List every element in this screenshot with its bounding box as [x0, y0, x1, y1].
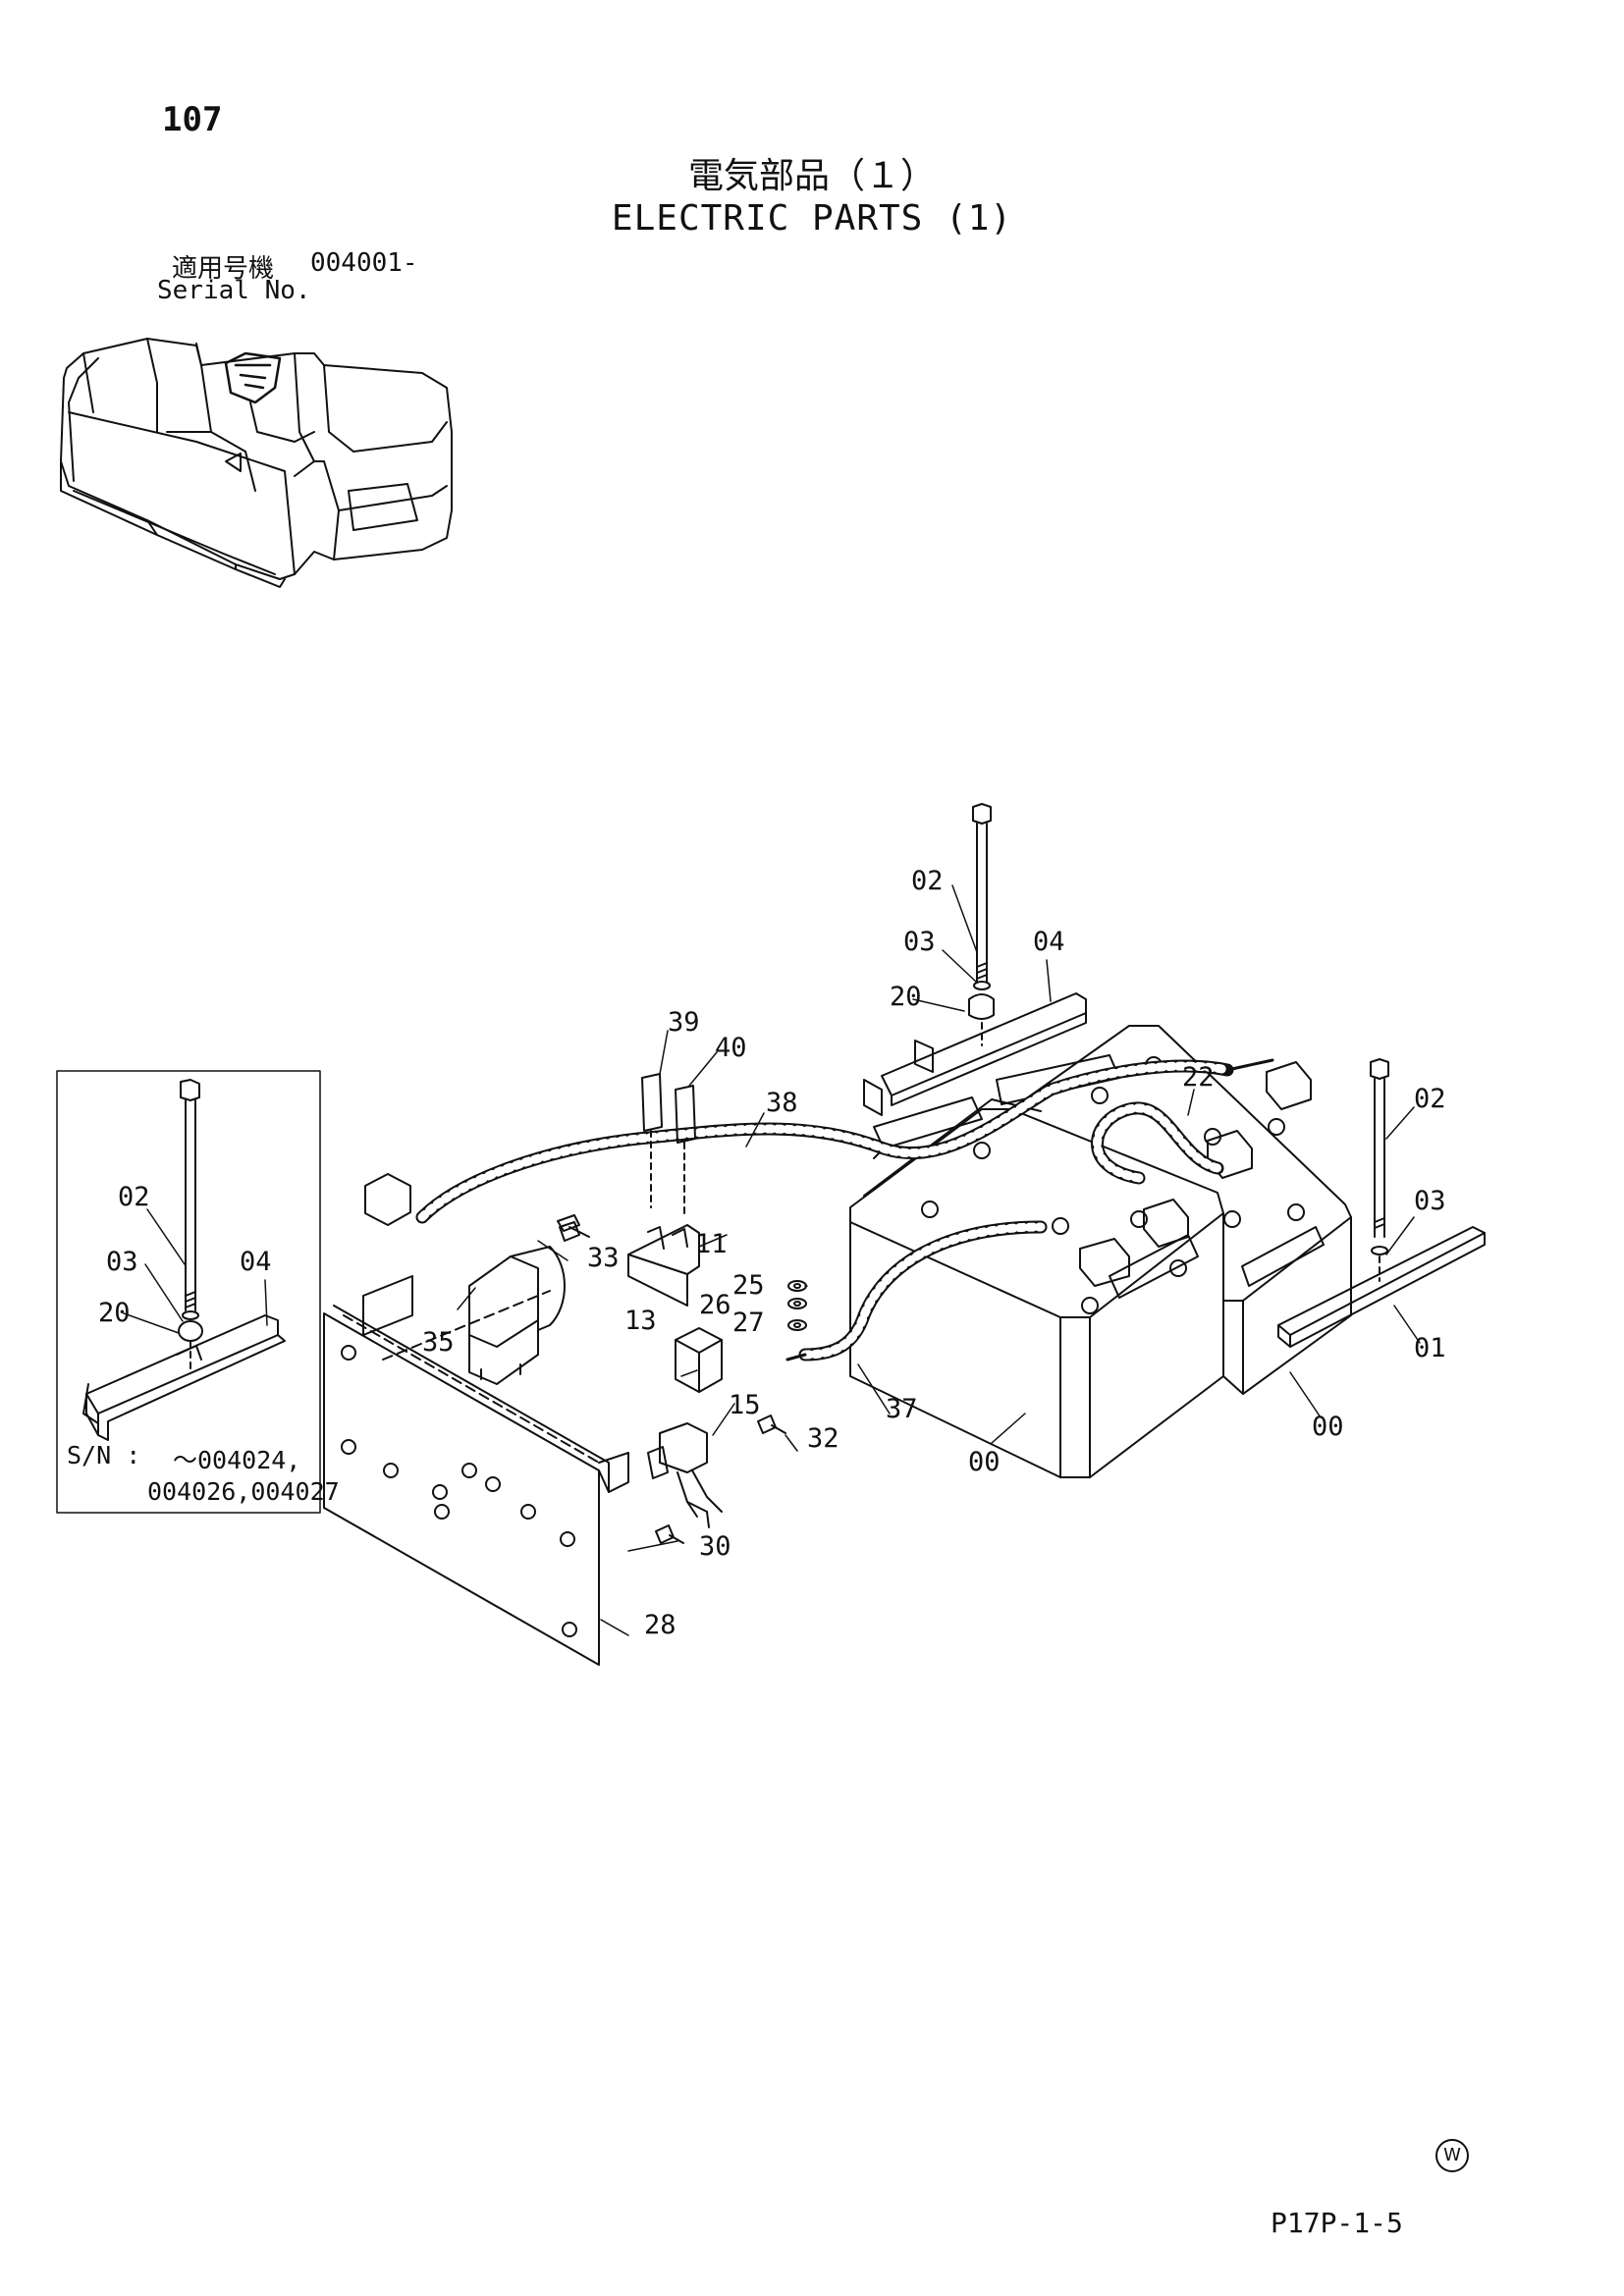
callout-38: 38: [766, 1088, 798, 1118]
callout-30: 30: [699, 1531, 731, 1562]
callout-11: 11: [695, 1229, 728, 1259]
callout-13: 13: [624, 1306, 657, 1336]
inset-callout-04: 04: [240, 1247, 272, 1277]
callout-35: 35: [422, 1327, 455, 1358]
title-english: ELECTRIC PARTS (1): [611, 198, 1013, 239]
callout-22: 22: [1182, 1062, 1215, 1093]
callout-02: 02: [911, 866, 944, 896]
callout-02-side: 02: [1414, 1084, 1446, 1114]
callout-37: 37: [886, 1394, 918, 1424]
inset-callout-20: 20: [98, 1298, 131, 1328]
inset-callout-02: 02: [118, 1182, 150, 1212]
washers: [787, 1280, 807, 1331]
bolts: [557, 1214, 786, 1544]
callout-04: 04: [1033, 927, 1065, 957]
title-japanese: 電気部品（１）: [687, 156, 936, 196]
cable-harness-38: [415, 1058, 1274, 1224]
page-number: 107: [162, 100, 223, 139]
bracket-11: [627, 1224, 700, 1307]
upper-hold-down-bolt: [968, 803, 995, 1046]
relay-13: [675, 1327, 723, 1393]
callout-28: 28: [644, 1610, 677, 1640]
battery-relay-35: [468, 1221, 580, 1385]
inset-callout-03: 03: [106, 1247, 138, 1277]
callout-03: 03: [903, 927, 936, 957]
callout-27: 27: [732, 1308, 765, 1338]
cable-harness-22: [1091, 1101, 1224, 1185]
callout-00-front: 00: [968, 1447, 1001, 1477]
side-hold-down-bolt: [1370, 1058, 1389, 1282]
callout-33: 33: [587, 1243, 620, 1273]
callout-39: 39: [668, 1007, 700, 1038]
side-hold-down-bar: [1277, 1226, 1486, 1348]
battery-rear: [996, 1025, 1352, 1395]
callout-00-rear: 00: [1312, 1412, 1344, 1442]
inset-serial-label: S/N :: [67, 1441, 141, 1469]
callout-03-side: 03: [1414, 1186, 1446, 1216]
serial-range: 004001-: [310, 248, 418, 278]
excavator-location-icon: [60, 338, 453, 588]
callout-25: 25: [732, 1270, 765, 1301]
callout-01: 01: [1414, 1333, 1446, 1363]
callout-32: 32: [807, 1423, 839, 1454]
plate-code: P17P-1-5: [1271, 2207, 1403, 2239]
leader-lines: [123, 884, 1421, 1636]
mount-panel-28: [323, 1275, 629, 1666]
callout-40: 40: [715, 1033, 747, 1063]
inset-serial-line-2: 004026,004027: [147, 1477, 340, 1506]
callout-20: 20: [890, 982, 922, 1012]
callout-26: 26: [699, 1290, 731, 1320]
serial-label-japanese: 適用号機: [172, 254, 275, 284]
relay-caps: [364, 1073, 696, 1226]
inset-hold-down-bolt: [178, 1079, 203, 1370]
inset-bracket: [82, 1314, 286, 1441]
callout-labels: 02 03 04 20 39 40 38 22 02 03 01 00 00 3…: [98, 866, 1446, 1640]
inset-frame: [56, 1070, 321, 1514]
callout-15: 15: [729, 1390, 761, 1420]
relay-15: [647, 1422, 723, 1528]
cable-harness-37: [785, 1220, 1048, 1362]
watermark-w-icon: W: [1435, 2139, 1469, 2172]
upper-hold-down-bar: [863, 992, 1087, 1116]
serial-label-english: Serial No.: [157, 276, 311, 305]
inset-serial-line-1: ～004024,: [173, 1446, 301, 1474]
